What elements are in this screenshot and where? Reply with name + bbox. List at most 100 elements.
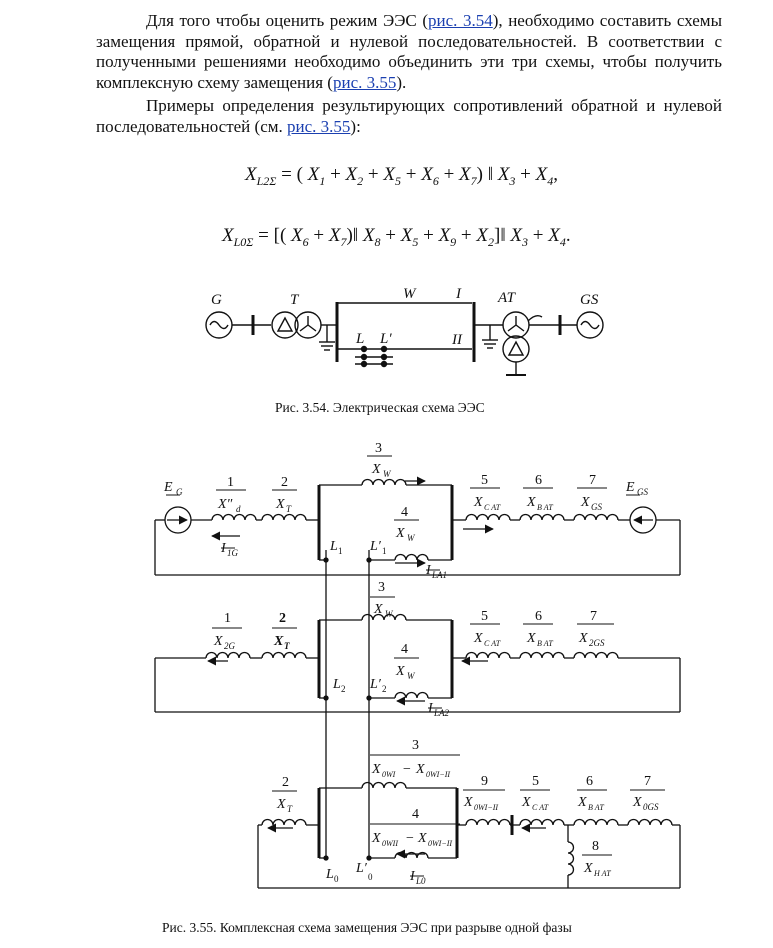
label-1-row2: 1	[224, 611, 231, 626]
label-5: 5	[481, 473, 488, 488]
svg-text:X: X	[371, 762, 381, 777]
svg-text:X: X	[632, 795, 642, 810]
formula-x-l0: XL0Σ = [( X6 + X7)‖ X8 + X5 + X9 + X2]‖ …	[222, 225, 571, 249]
label-l: L	[355, 331, 364, 347]
label-7-row2: 7	[590, 609, 597, 624]
svg-text:W: W	[383, 469, 392, 479]
svg-text:C AT: C AT	[484, 503, 501, 512]
text: ), необходимо составить схемы замещения …	[96, 11, 722, 92]
svg-text:H AT: H AT	[593, 869, 611, 878]
svg-text:X: X	[473, 631, 483, 646]
svg-text:X: X	[395, 664, 405, 679]
label-at: AT	[497, 290, 517, 306]
svg-text:0: 0	[334, 874, 339, 884]
svg-text:X: X	[463, 795, 473, 810]
label-3-row2: 3	[378, 580, 385, 595]
svg-text:2: 2	[341, 684, 346, 694]
svg-text:X: X	[526, 631, 536, 646]
svg-text:0: 0	[368, 872, 373, 882]
label-l1-prime: L′	[369, 539, 382, 554]
svg-text:0WI: 0WI	[382, 770, 396, 779]
svg-text:T: T	[287, 804, 293, 814]
label-2-row3: 2	[282, 775, 289, 790]
label-i: I	[455, 286, 462, 302]
svg-text:0WI−II: 0WI−II	[426, 770, 450, 779]
svg-text:0WI−II: 0WI−II	[428, 839, 452, 848]
label-6-row3: 6	[586, 774, 593, 789]
svg-text:2: 2	[382, 684, 387, 694]
text: Примеры определения результирующих сопро…	[96, 96, 722, 136]
svg-text:X: X	[526, 495, 536, 510]
svg-text:X: X	[213, 634, 223, 649]
svg-text:C AT: C AT	[484, 639, 501, 648]
svg-text:X: X	[583, 861, 593, 876]
svg-text:T: T	[284, 641, 290, 651]
svg-text:C AT: C AT	[532, 803, 549, 812]
svg-text:X: X	[273, 634, 284, 649]
label-6-row2: 6	[535, 609, 542, 624]
label-l0-prime: L′	[355, 861, 368, 876]
label-8: 8	[592, 839, 599, 854]
svg-text:X: X	[473, 495, 483, 510]
label-7: 7	[589, 473, 596, 488]
svg-text:1: 1	[338, 546, 343, 556]
svg-text:X: X	[577, 795, 587, 810]
label-l1: L	[329, 539, 338, 554]
label-l0: L	[325, 867, 334, 882]
svg-text:G: G	[176, 487, 183, 497]
label-l2: L	[332, 677, 341, 692]
autotransformer-icon	[502, 311, 530, 339]
svg-text:X: X	[521, 795, 531, 810]
text: Для того чтобы оценить режим ЭЭС (	[146, 11, 429, 30]
caption-3-54: Рис. 3.54. Электрическая схема ЭЭС	[275, 400, 485, 415]
label-g: G	[211, 292, 222, 308]
svg-text:X: X	[415, 762, 425, 777]
svg-text:W: W	[407, 671, 416, 681]
label-2: 2	[281, 475, 288, 490]
svg-text:0WI−II: 0WI−II	[474, 803, 498, 812]
transformer-delta-icon	[271, 311, 299, 339]
label-i-la1: I	[425, 563, 432, 578]
text: ):	[350, 116, 361, 136]
svg-text:−: −	[403, 762, 411, 777]
caption-3-55: Рис. 3.55. Комплексная схема замещения Э…	[162, 920, 572, 935]
svg-text:1: 1	[382, 546, 387, 556]
svg-text:X: X	[371, 462, 381, 477]
label-4-row2: 4	[401, 642, 408, 657]
link-fig-3-55-b[interactable]: рис. 3.55	[287, 116, 351, 136]
text: ).	[396, 72, 407, 92]
svg-text:GS: GS	[637, 487, 648, 497]
label-l-prime: L′	[379, 331, 392, 347]
paragraph-1: Для того чтобы оценить режим ЭЭС (рис. 3…	[96, 11, 722, 93]
label-2-row2: 2	[279, 611, 286, 626]
svg-text:X: X	[371, 831, 381, 846]
svg-text:T: T	[286, 504, 292, 514]
link-fig-3-54[interactable]: рис. 3.54	[428, 11, 493, 30]
svg-text:B AT: B AT	[537, 639, 553, 648]
label-i-1g: I	[220, 541, 227, 556]
paragraph-2: Примеры определения результирующих сопро…	[96, 96, 722, 137]
svg-text:2G: 2G	[224, 641, 236, 651]
label-e-g: E	[163, 480, 173, 495]
svg-text:LA2: LA2	[433, 708, 450, 718]
svg-text:X: X	[276, 797, 286, 812]
svg-text:L0: L0	[415, 876, 426, 886]
svg-text:X: X	[395, 526, 405, 541]
svg-text:LA1: LA1	[431, 570, 447, 580]
label-6: 6	[535, 473, 542, 488]
label-ii: II	[451, 332, 463, 348]
svg-text:B AT: B AT	[537, 503, 553, 512]
link-fig-3-55[interactable]: рис. 3.55	[332, 72, 397, 92]
label-1: 1	[227, 475, 234, 490]
label-e-gs: E	[625, 480, 635, 495]
svg-text:GS: GS	[591, 502, 602, 512]
label-3: 3	[375, 441, 382, 456]
generator-icon	[205, 311, 233, 339]
label-i-l0: I	[409, 869, 416, 884]
svg-text:X: X	[578, 631, 588, 646]
label-5-row2: 5	[481, 609, 488, 624]
svg-text:0WII: 0WII	[382, 839, 398, 848]
svg-text:B AT: B AT	[588, 803, 604, 812]
